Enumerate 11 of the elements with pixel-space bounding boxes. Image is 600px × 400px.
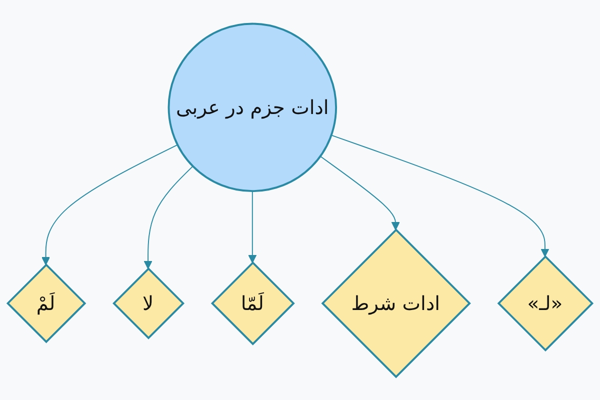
node-diamond: «لـ» [497, 254, 594, 352]
node-diamond: لَمّا [210, 261, 295, 346]
arrow [42, 144, 178, 265]
arrow [248, 190, 257, 263]
node-diamond: لا [112, 267, 185, 340]
node-circle: ادات جزم در عربی [168, 22, 338, 192]
arrow [144, 165, 194, 269]
node-diamond: ادات شرط [321, 228, 471, 378]
node-diamond: لَمْ [6, 263, 86, 343]
arrow [320, 156, 400, 230]
arrow [330, 134, 550, 257]
